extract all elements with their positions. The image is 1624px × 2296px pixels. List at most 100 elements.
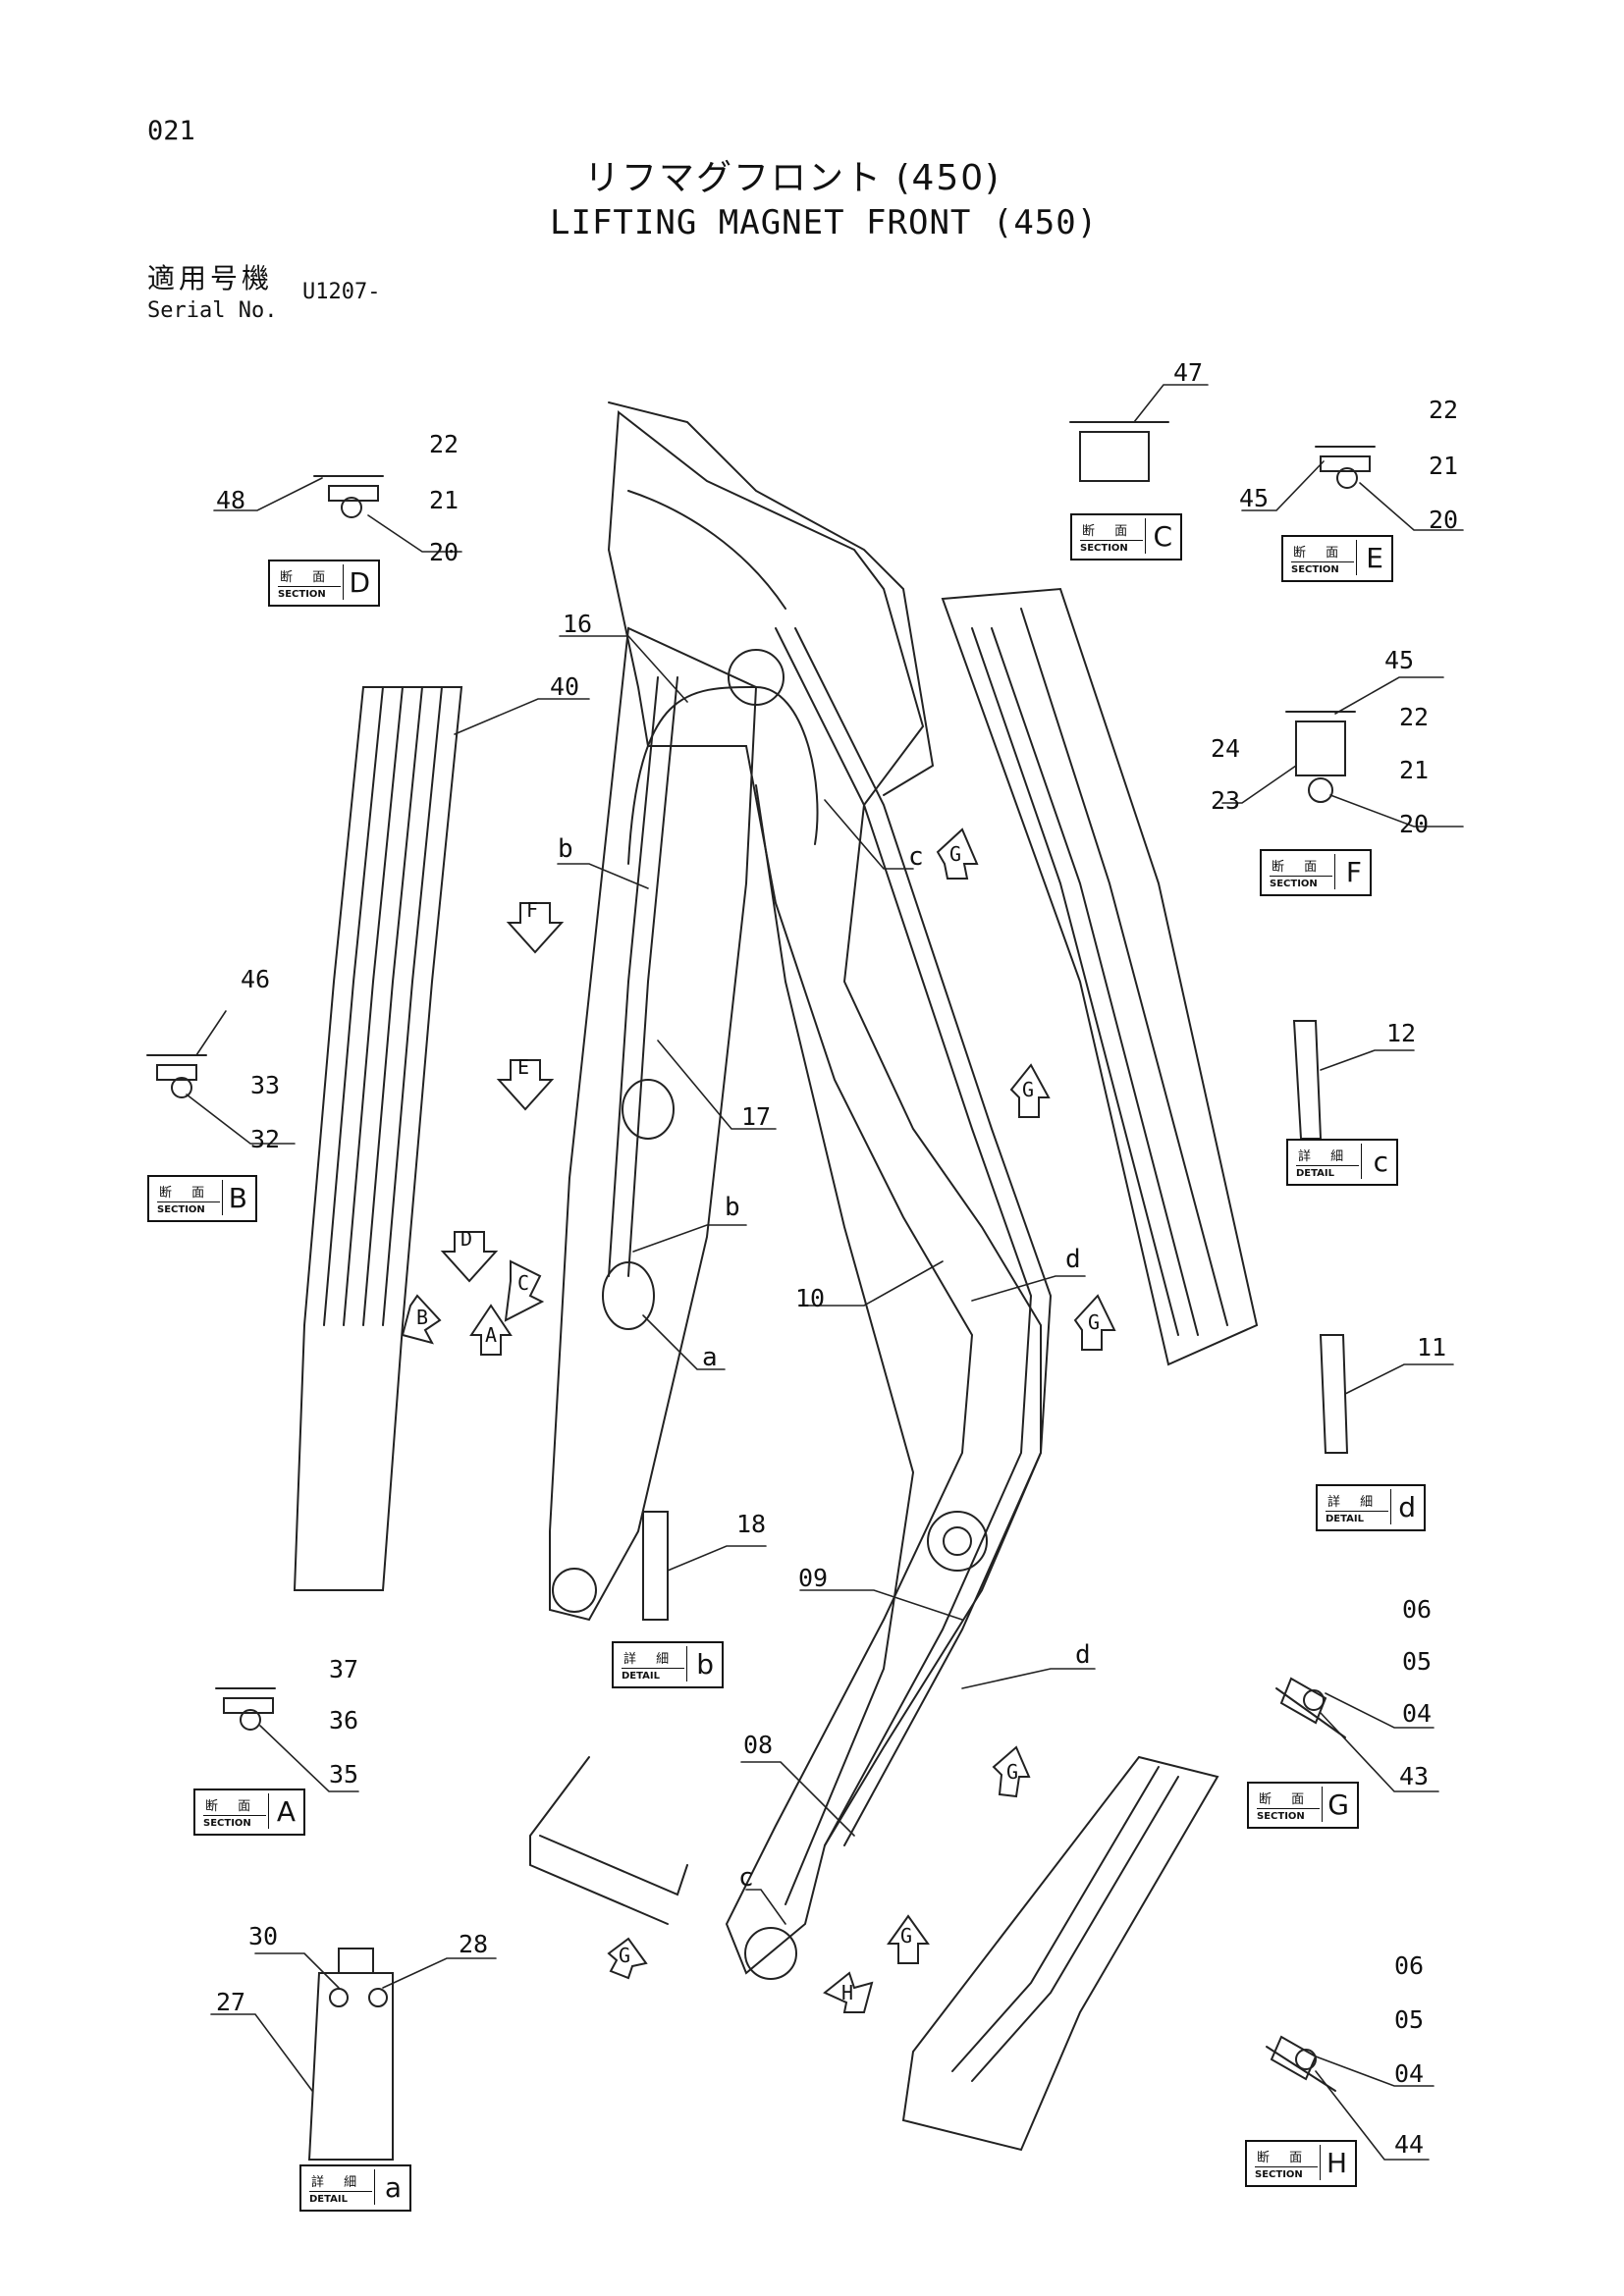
part-number: 04 [1402, 1699, 1433, 1728]
leader-09 [799, 1589, 963, 1621]
part-number: 10 [795, 1284, 826, 1312]
part-number: 08 [743, 1731, 774, 1759]
part-number: 05 [1394, 2005, 1425, 2034]
part-number: 18 [736, 1510, 767, 1538]
section-f-sketch [1285, 711, 1356, 776]
view-arrow-letter: G [949, 842, 962, 866]
part-number: 45 [1384, 646, 1415, 674]
view-arrow-letter: B [416, 1306, 429, 1329]
view-arrow-b [401, 1294, 442, 1345]
leader-04-h [1315, 2056, 1435, 2087]
section-tag-a: 断 面 SECTION A [193, 1789, 305, 1836]
section-a-ring [240, 1709, 261, 1731]
part-number: 30 [248, 1922, 279, 1950]
serial-label-english: Serial No. [147, 298, 278, 323]
view-arrow-letter: D [460, 1227, 473, 1251]
view-arrow-g-2 [1009, 1063, 1051, 1118]
leader-45-e [1241, 460, 1325, 511]
boom-hose-2 [794, 627, 1053, 1846]
view-arrow-g-6 [887, 1914, 930, 1964]
leader-30 [254, 1952, 340, 1989]
tag-letter: A [276, 1795, 296, 1828]
part-number: 05 [1402, 1647, 1433, 1676]
leader-b-top [557, 863, 649, 889]
tag-letter: F [1345, 856, 1362, 888]
serial-label-japanese: 適用号機 [147, 262, 274, 294]
top-hose [627, 490, 786, 610]
section-tag-d: 断 面 SECTION D [268, 560, 380, 607]
tag-box: 断 面 SECTION [1251, 2145, 1321, 2180]
part-number: 21 [1429, 452, 1459, 480]
part-number: 44 [1394, 2130, 1425, 2159]
tag-en: SECTION [1080, 540, 1143, 554]
detail-letter-label: a [702, 1343, 718, 1372]
part-number: 22 [1399, 703, 1430, 731]
leader-c-top [824, 799, 914, 870]
part-number: 48 [216, 486, 246, 514]
part-number: 06 [1402, 1595, 1433, 1624]
leader-48 [213, 477, 323, 511]
part-number: 33 [250, 1071, 281, 1099]
tag-jp: 詳 細 [1298, 1149, 1352, 1164]
detail-letter-label: d [1065, 1245, 1081, 1274]
part-number: 04 [1394, 2059, 1425, 2088]
view-arrow-letter: A [485, 1323, 498, 1347]
tag-box: 断 面 SECTION [1253, 1787, 1323, 1822]
part-number: 23 [1211, 786, 1241, 815]
section-f-ring [1308, 777, 1333, 803]
leader-b-mid [632, 1224, 747, 1253]
part-number: 20 [1429, 506, 1459, 534]
left-assembly-hose-3 [362, 686, 423, 1326]
tag-letter: B [228, 1182, 247, 1214]
tag-box: 断 面 SECTION [153, 1180, 223, 1215]
leader-40 [454, 698, 590, 735]
tag-en: DETAIL [622, 1668, 684, 1682]
part-number: 21 [1399, 756, 1430, 784]
section-tag-b: 断 面 SECTION B [147, 1175, 257, 1222]
view-arrow-a [469, 1304, 513, 1356]
leader-08 [740, 1761, 855, 1837]
leader-27 [210, 2013, 313, 2092]
view-arrow-letter: G [1088, 1310, 1101, 1334]
left-assembly-hose-2 [343, 686, 404, 1326]
page-number: 021 [147, 116, 195, 146]
view-arrow-h [823, 1971, 874, 2013]
detail-letter-label: c [908, 842, 924, 872]
boom-outline [607, 410, 1042, 1975]
tag-jp: 断 面 [1257, 2151, 1311, 2165]
tag-jp: 断 面 [159, 1186, 213, 1201]
part-number: 35 [329, 1760, 359, 1789]
bottom-right-assembly-hose-1 [951, 1766, 1160, 2072]
part-number: 20 [429, 538, 460, 566]
serial-number-value: U1207- [302, 280, 381, 304]
view-arrow-letter: F [526, 898, 539, 922]
detail-c-clamp [1292, 1020, 1323, 1140]
tag-box: 断 面 SECTION [199, 1793, 269, 1829]
left-assembly-hose-1 [323, 686, 384, 1326]
leader-45-f [1334, 676, 1444, 715]
left-assembly-outline [293, 686, 463, 1591]
bracket-sketch [529, 1756, 688, 1925]
view-arrow-f [506, 902, 565, 954]
boom-tip-pin [744, 1927, 797, 1980]
part-number: 45 [1239, 484, 1270, 512]
part-number: 17 [741, 1102, 772, 1131]
leader-04-g [1325, 1692, 1435, 1729]
part-number: 43 [1399, 1762, 1430, 1790]
section-tag-e: 断 面 SECTION E [1281, 535, 1393, 582]
view-arrow-letter: E [517, 1055, 530, 1079]
section-tag-g: 断 面 SECTION G [1247, 1782, 1359, 1829]
leader-11 [1344, 1363, 1454, 1395]
leader-10 [799, 1260, 944, 1307]
view-arrow-letter: G [900, 1924, 913, 1948]
tag-jp: 詳 細 [1327, 1495, 1381, 1510]
leader-47 [1133, 384, 1209, 423]
left-assembly-hose-4 [382, 686, 443, 1326]
leader-a [642, 1314, 726, 1370]
tag-box: 断 面 SECTION [1266, 854, 1335, 889]
part-number: 21 [429, 486, 460, 514]
tag-letter: H [1326, 2147, 1347, 2179]
tag-en: SECTION [157, 1201, 220, 1215]
detail-letter-label: b [558, 834, 573, 864]
